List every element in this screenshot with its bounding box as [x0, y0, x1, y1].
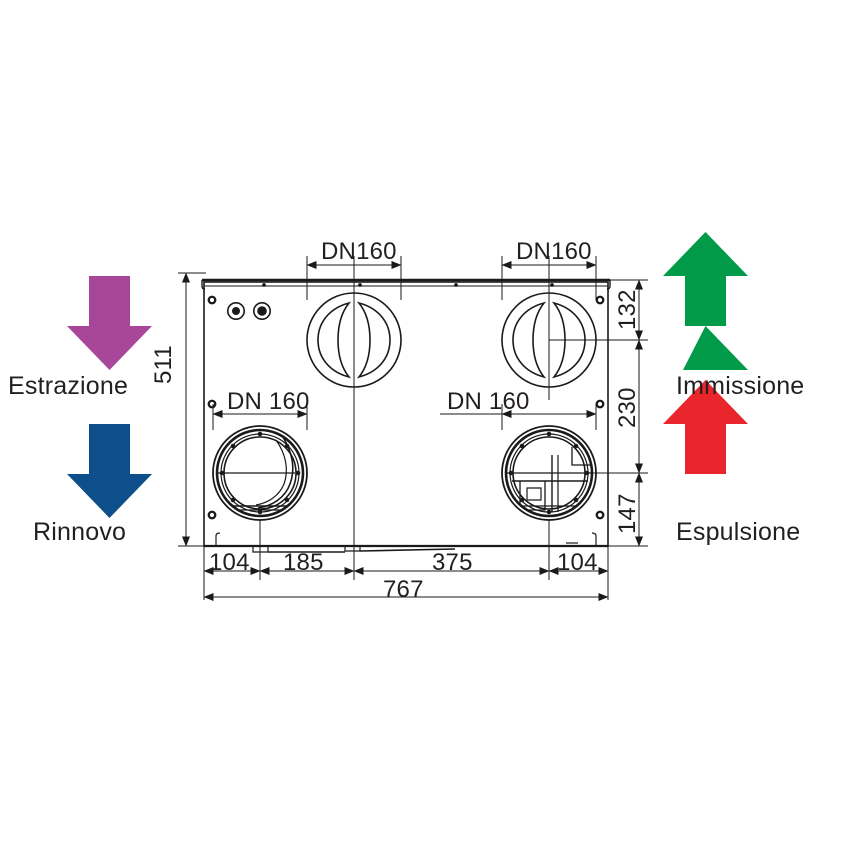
- screw: [209, 512, 215, 518]
- plinth-shadow2: [359, 548, 456, 552]
- bottom-foot-right2: [591, 532, 597, 537]
- up-arrow: [683, 326, 748, 370]
- duct-leaf-right: [356, 301, 391, 379]
- dim-label-104-right: 104: [557, 549, 598, 576]
- estrazione-arrow: [67, 276, 152, 370]
- lid-left-tab: [201, 280, 206, 290]
- lid-rivet: [550, 283, 554, 287]
- knockout-ring-2: [253, 301, 272, 320]
- internal-box: [519, 481, 546, 511]
- knockout-ring-1: [227, 301, 246, 320]
- espulsione-arrow: [663, 380, 748, 474]
- dim-label-511: 511: [150, 345, 177, 384]
- immissione-arrow: [663, 232, 748, 370]
- duct-leaf-right: [551, 301, 586, 379]
- lid-right-tab: [606, 280, 611, 290]
- screw: [597, 297, 603, 303]
- spigot-flange-dots: [508, 431, 590, 515]
- internal-fan-scroll: [257, 436, 294, 509]
- label-rinnovo: Rinnovo: [33, 518, 127, 546]
- label-immissione: Immissione: [676, 372, 805, 400]
- knockout-ring-2-inner: [257, 306, 267, 316]
- bottom-foot-left2: [215, 532, 221, 537]
- bottom-left-spigot: [212, 425, 308, 521]
- dim-label-185: 185: [283, 549, 324, 576]
- lid-rivet: [262, 283, 266, 287]
- spigot-flange-dots: [219, 431, 301, 515]
- lid-rivet: [358, 283, 362, 287]
- duct-leaf-left: [317, 301, 352, 379]
- label-estrazione: Estrazione: [8, 372, 129, 400]
- dimension-lines: [178, 256, 648, 601]
- dim-label-dn160-top-left: DN160: [321, 238, 397, 265]
- drain-nub-right: [344, 546, 361, 552]
- dim-label-104-left: 104: [209, 549, 250, 576]
- knockout-ring-1-inner: [232, 306, 241, 315]
- screw: [597, 401, 603, 407]
- dim-label-767: 767: [383, 576, 424, 603]
- internal-fan-scroll2: [255, 439, 287, 506]
- dim-label-147: 147: [614, 493, 641, 534]
- dim-label-230: 230: [614, 387, 641, 428]
- spigot-ring2: [215, 428, 305, 518]
- up-arrow: [663, 380, 748, 474]
- panel-screws-group: [207, 283, 605, 520]
- down-arrow: [67, 424, 152, 518]
- dim-label-dn160-top-right: DN160: [516, 238, 592, 265]
- screw: [209, 297, 215, 303]
- dim-label-375: 375: [432, 549, 473, 576]
- internal-box2: [526, 487, 542, 501]
- rinnovo-arrow: [67, 424, 152, 518]
- dim-label-132: 132: [614, 289, 641, 330]
- dim-label-dn160-mid-left: DN 160: [227, 388, 310, 415]
- down-arrow: [67, 276, 152, 370]
- label-espulsione: Espulsione: [676, 518, 801, 546]
- up-arrow-shaft: [663, 232, 748, 326]
- internal-corner: [571, 447, 592, 466]
- screw: [597, 512, 603, 518]
- knockout-group: [227, 301, 272, 320]
- lid-rivet: [454, 283, 458, 287]
- dim-label-dn160-mid-right: DN 160: [447, 388, 530, 415]
- duct-leaf-left: [512, 301, 547, 379]
